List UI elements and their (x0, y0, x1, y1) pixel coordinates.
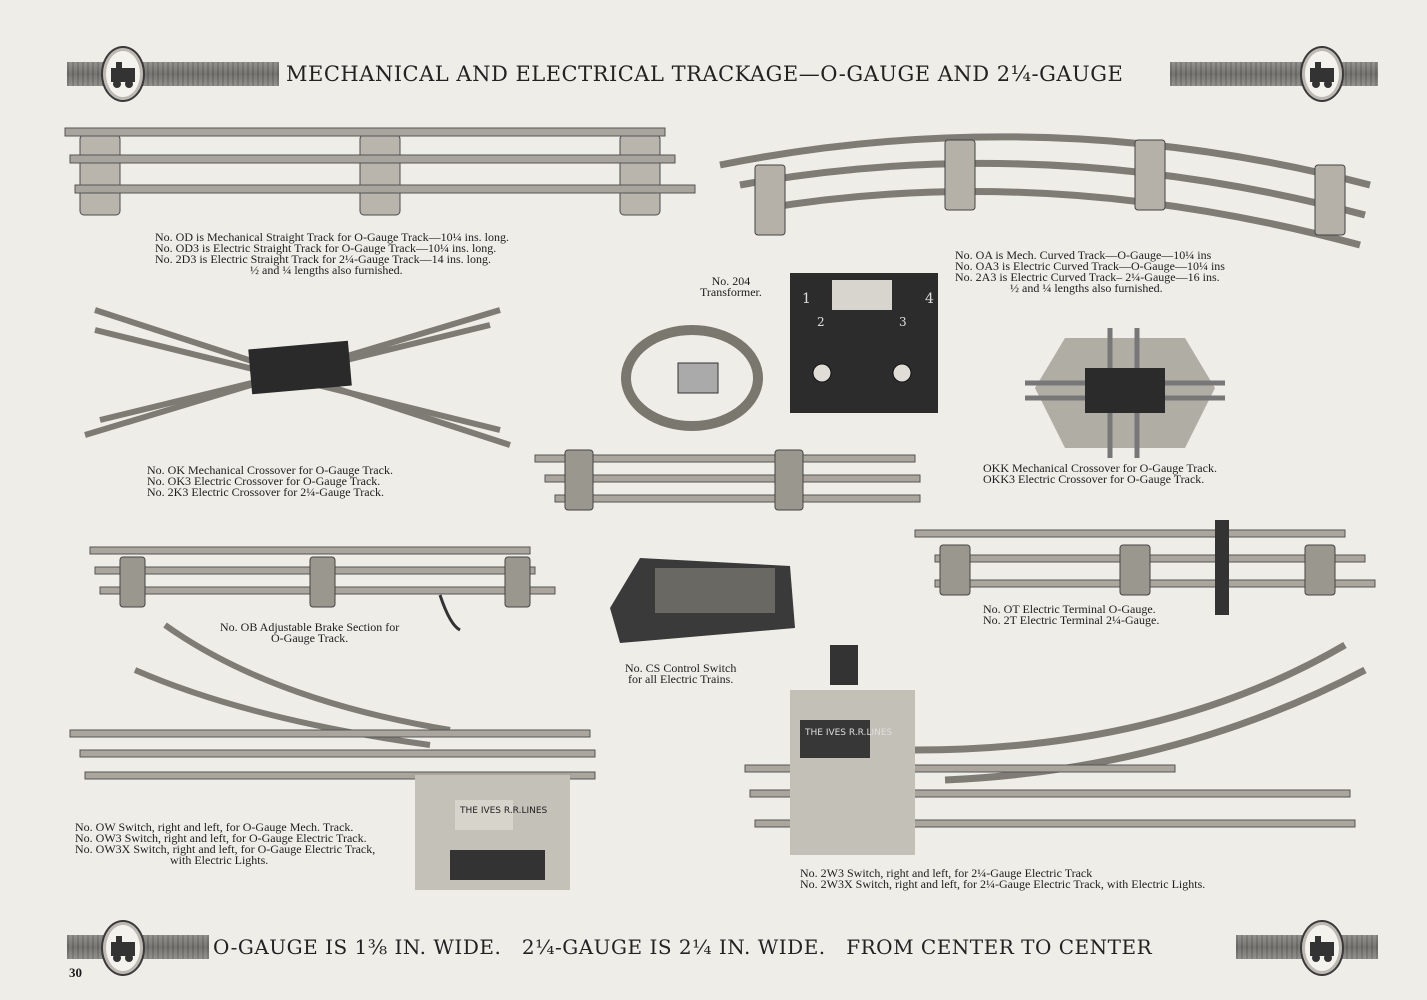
caption-crossover: No. OK Mechanical Crossover for O-Gauge … (147, 463, 393, 499)
transformer-terminal-3: 3 (899, 315, 907, 329)
locomotive-medallion-icon (101, 46, 145, 102)
control-switch-illustration (610, 558, 795, 643)
caption-transformer: No. 204 Transformer. (700, 274, 762, 299)
header-band-left (67, 62, 279, 86)
locomotive-medallion-icon (1300, 920, 1344, 976)
transformer-terminal-1: 1 (802, 291, 811, 307)
crossover-illustration (84, 307, 511, 448)
footer-gauge-note: O-GAUGE IS 1⅜ IN. WIDE. 2¼-GAUGE IS 2¼ I… (213, 935, 1153, 959)
2w3-switch-stand-plate: THE IVES R.R.LINES (804, 728, 893, 738)
caption-terminal: No. OT Electric Terminal O-Gauge. No. 2T… (983, 602, 1160, 627)
transformer-terminal-4: 4 (925, 291, 934, 307)
terminal-track-middle-illustration (534, 449, 921, 511)
page-title: MECHANICAL AND ELECTRICAL TRACKAGE—O-GAU… (286, 62, 1124, 86)
brake-section-illustration (89, 546, 556, 632)
caption-2w3-switch: No. 2W3 Switch, right and left, for 2¼-G… (800, 866, 1206, 891)
page-number: 30 (69, 965, 82, 980)
locomotive-medallion-icon (101, 920, 145, 976)
2w3-switch-illustration: THE IVES R.R.LINES (744, 641, 1367, 855)
ow-switch-illustration: THE IVES R.R.LINES (69, 622, 596, 890)
transformer-terminal-2: 2 (817, 315, 825, 329)
caption-curved-track: No. OA is Mech. Curved Track—O-Gauge—10¼… (955, 248, 1225, 295)
caption-brake-section: No. OB Adjustable Brake Section for O-Ga… (220, 620, 400, 645)
caption-control-switch: No. CS Control Switch for all Electric T… (625, 661, 737, 686)
okk-crossover-illustration (1025, 328, 1225, 458)
locomotive-medallion-icon (1300, 46, 1344, 102)
caption-straight-track: No. OD is Mechanical Straight Track for … (155, 230, 509, 277)
caption-okk-crossover: OKK Mechanical Crossover for O-Gauge Tra… (983, 461, 1217, 486)
caption-ow-switch: No. OW Switch, right and left, for O-Gau… (75, 820, 376, 867)
straight-track-illustration (64, 127, 696, 216)
terminal-track-right-illustration (914, 520, 1376, 615)
header-band-right (1170, 62, 1378, 86)
ow-switch-stand-plate: THE IVES R.R.LINES (459, 806, 548, 816)
curved-track-illustration (719, 133, 1371, 249)
transformer-illustration: 1 2 3 4 (621, 273, 938, 431)
